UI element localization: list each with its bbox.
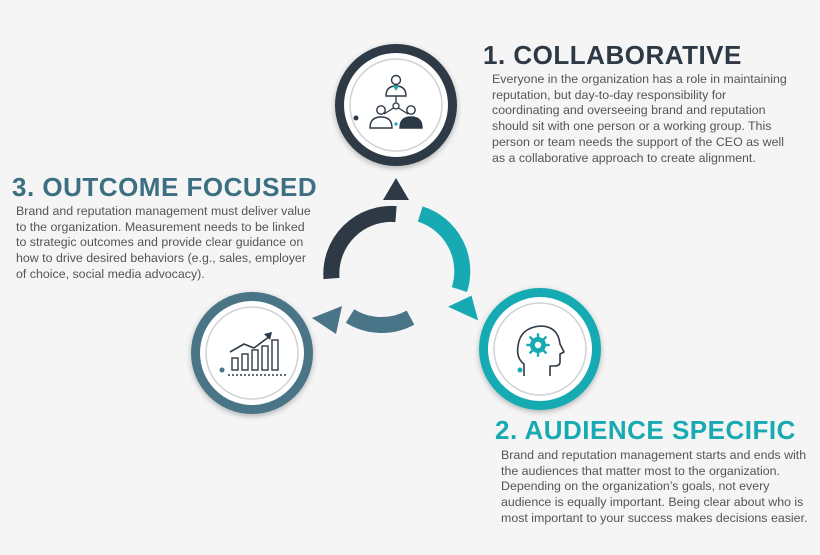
node-outcome-focused [191,292,313,414]
collaborative-heading: 1. COLLABORATIVE [483,40,742,70]
cycle-arrows [312,178,479,334]
collaborative-description: Everyone in the organization has a role … [492,72,787,165]
head-gear-icon [516,325,565,376]
arrow-collaborative-to-audience [417,206,471,293]
audience-specific-heading: 2. AUDIENCE SPECIFIC [495,415,796,445]
arrow-audience-to-outcome [345,309,415,333]
accent-dots [219,115,523,373]
team-network-icon [369,74,423,129]
audience-specific-description: Brand and reputation management starts a… [501,448,808,525]
arrow-outcome-to-collaborative [323,205,397,280]
node-audience-specific [479,288,601,410]
arrowhead-to-collaborative [383,178,409,200]
arrowhead-to-audience [448,295,479,321]
node-collaborative [335,44,457,166]
arrowhead-to-outcome [312,306,342,334]
outcome-focused-heading: 3. OUTCOME FOCUSED [12,172,318,202]
growth-chart-icon [228,332,286,376]
outcome-focused-description: Brand and reputation management must del… [16,204,311,281]
